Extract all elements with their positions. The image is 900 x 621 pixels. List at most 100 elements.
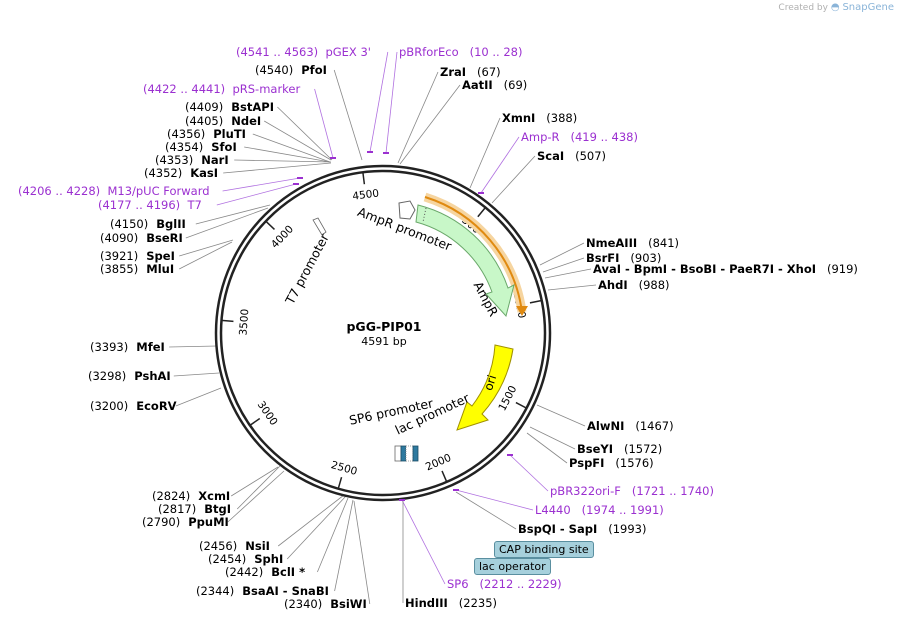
tick-label-3000: 3000 [255,399,280,428]
enzyme-label-ahdi[interactable]: AhdI (988) [598,278,670,292]
t7-promoter-arrow [312,217,327,236]
primer-label-pbr322ori-f[interactable]: pBR322ori-F (1721 .. 1740) [550,484,714,498]
leader-line [244,146,331,163]
ampr-orf-bar [424,196,523,313]
enzyme-label-pspfi[interactable]: PspFI (1576) [569,456,654,470]
enzyme-label-bspqi-sapi[interactable]: BspQI - SapI (1993) [518,522,646,536]
enzyme-label-nmeaiii[interactable]: NmeAIII (841) [586,236,679,250]
tick-4000 [265,220,275,230]
site-markers [293,151,513,501]
enzyme-label-mfei[interactable]: (3393) MfeI [90,340,165,354]
enzyme-label-sphi[interactable]: (2454) SphI [208,552,283,566]
enzyme-label-xmni[interactable]: XmnI (388) [502,111,577,125]
enzyme-label-xcmi[interactable]: (2824) XcmI [152,489,230,503]
leader-line [547,284,597,291]
enzyme-label-mlui[interactable]: (3855) MluI [100,262,174,276]
leader-line [227,470,285,523]
enzyme-label-bseyi[interactable]: BseYI (1572) [577,442,662,456]
enzyme-label-pfoi[interactable]: (4540) PfoI [255,63,327,77]
leader-line [399,84,461,165]
leader-line [175,387,222,407]
leader-line [536,404,586,427]
leader-line [385,51,398,154]
enzyme-label-bstapi[interactable]: (4409) BstAPI [185,100,274,114]
enzyme-label-sfoi[interactable]: (4354) SfoI [165,140,237,154]
lac-promoter-mark [405,445,414,462]
leader-line [491,155,536,204]
enzyme-label-nari[interactable]: (4353) NarI [155,153,229,167]
leader-line [234,159,332,163]
enzyme-label-bsiwi[interactable]: (2340) BsiWI [284,597,367,611]
primer-label-pbrforeco[interactable]: pBRforEco (10 .. 28) [399,45,522,59]
enzyme-label-bglii[interactable]: (4150) BglII [110,217,186,231]
primer-label-l4440[interactable]: L4440 (1974 .. 1991) [535,503,664,517]
enzyme-label-ppumi[interactable]: (2790) PpuMI [142,515,229,529]
leader-line [369,51,389,153]
enzyme-label-scai[interactable]: ScaI (507) [537,149,606,163]
site-labels: (4541 .. 4563) pGEX 3' pBRforEco (10 .. 2… [18,45,858,611]
leader-line [353,500,371,605]
enzyme-label-btgi[interactable]: (2817) BtgI [158,502,231,516]
primer-label-pgex-3[interactable]: (4541 .. 4563) pGEX 3' [236,45,371,59]
tick-label-3500: 3500 [237,308,251,336]
primer-label-prs-marker[interactable]: (4422 .. 4441) pRS-marker [143,82,300,96]
enzyme-label-alwni[interactable]: AlwNI (1467) [587,419,674,433]
plasmid-name: pGG-PIP01 [346,319,421,334]
lac-operator-box: lac operator [474,558,551,575]
leader-line [223,162,332,174]
tick-3000 [249,417,261,426]
leader-line [277,106,333,161]
leader-line [230,466,279,497]
leader-line [317,497,349,573]
enzyme-label-avai-bpmi-bsobi-paer7i-xhoi[interactable]: AvaI - BpmI - BsoBI - PaeR7I - XhoI (919… [593,262,858,276]
tick-2500 [337,476,343,489]
enzyme-label-bcli[interactable]: (2442) BclI * [225,565,305,579]
leader-line [397,71,439,164]
leader-line [169,345,218,348]
primer-label-m13-puc-forward[interactable]: (4206 .. 4228) M13/pUC Forward [18,184,210,198]
enzyme-label-aatii[interactable]: AatII (69) [462,78,527,92]
tick-1000 [529,299,542,304]
enzyme-label-bseri[interactable]: (4090) BseRI [100,231,183,245]
leader-line [263,120,332,161]
enzyme-label-ecorv[interactable]: (3200) EcoRV [90,399,177,413]
enzyme-label-ndei[interactable]: (4405) NdeI [185,114,261,128]
leader-line [526,432,568,464]
ampr-promoter-arrow [398,200,416,220]
enzyme-label-spei[interactable]: (3921) SpeI [100,249,175,263]
enzyme-label-bsrfi[interactable]: BsrFI (903) [586,251,661,265]
primer-label-sp6[interactable]: SP6 (2212 .. 2229) [447,577,562,591]
enzyme-label-kasi[interactable]: (4352) KasI [144,166,218,180]
leader-line [334,499,354,592]
primer-label-t7[interactable]: (4177 .. 4196) T7 [98,198,202,212]
ampr-feature-arrow [415,204,515,318]
primer-label-amp-r[interactable]: Amp-R (419 .. 438) [521,130,638,144]
tick-4500 [362,172,366,185]
leader-line [314,88,334,159]
ori-label: ori [481,373,499,392]
leader-line [542,257,585,273]
tick-label-2500: 2500 [330,459,359,478]
plasmid-size: 4591 bp [361,335,406,348]
enzyme-label-pluti[interactable]: (4356) PluTI [167,127,246,141]
enzyme-label-pshai[interactable]: (3298) PshAI [88,369,171,383]
leader-line [236,465,281,510]
leader-line [222,177,301,192]
leader-line [277,494,345,547]
snapgene-credit: Created by ◓ SnapGene [778,2,894,13]
tick-3500 [221,319,234,323]
leader-line [469,117,501,189]
cap-binding-site-box: CAP binding site [494,541,594,558]
enzyme-label-bsaai-snabi[interactable]: (2344) BsaAI - SnaBI [196,584,329,598]
enzyme-label-hindiii[interactable]: HindIII (2235) [405,596,497,610]
leader-line [455,491,517,530]
leader-line [539,242,585,266]
snapgene-logo-icon: ◓ [830,2,840,13]
leader-line [173,372,220,377]
enzyme-label-zrai[interactable]: ZraI (67) [440,65,501,79]
label-leader-lines [169,51,597,605]
tick-label-2000: 2000 [424,452,453,474]
enzyme-label-nsii[interactable]: (2456) NsiI [199,539,270,553]
leader-line [185,207,269,239]
